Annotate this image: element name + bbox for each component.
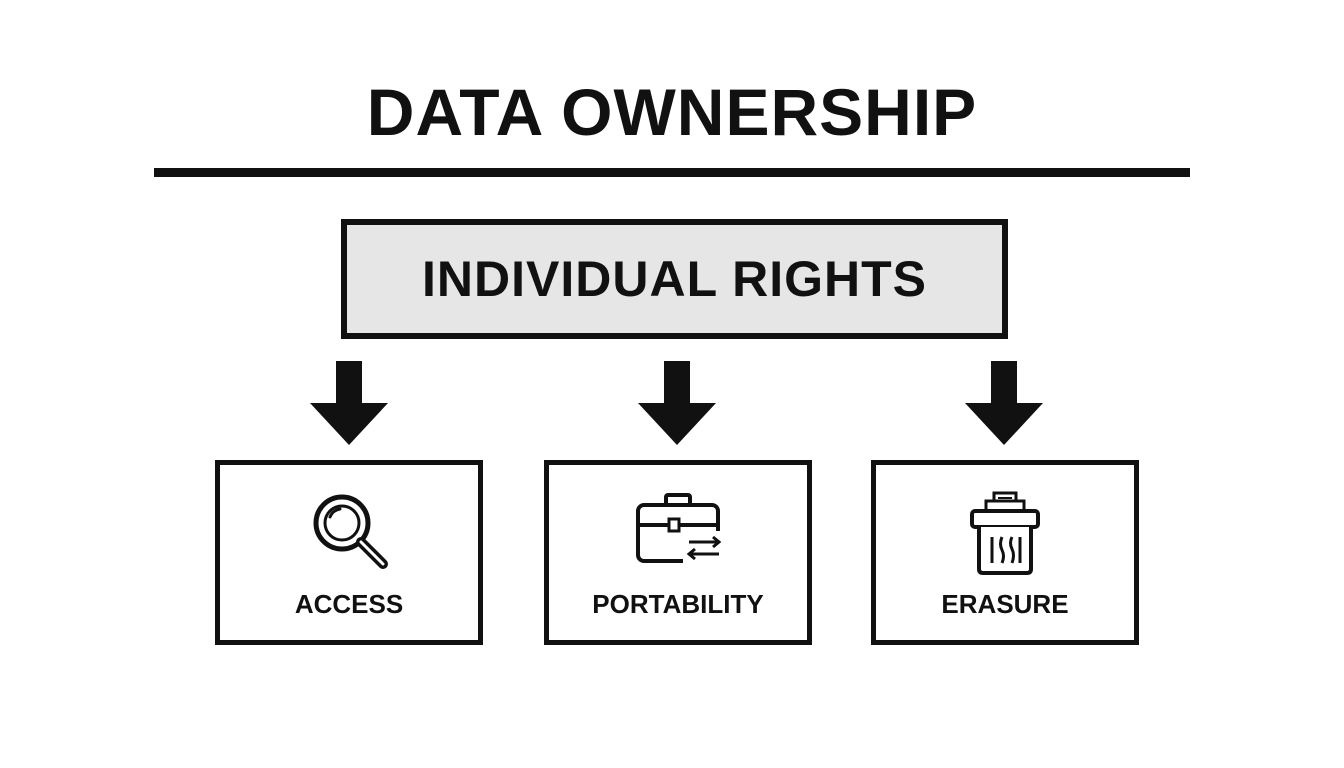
portability-label: PORTABILITY	[592, 589, 764, 619]
briefcase-transfer-icon	[636, 493, 723, 565]
individual-rights-label: INDIVIDUAL RIGHTS	[422, 251, 927, 307]
down-arrow-portability	[638, 361, 716, 445]
portability-box: PORTABILITY	[544, 460, 812, 645]
magnifying-glass-icon	[313, 494, 388, 569]
down-arrow-access	[310, 361, 388, 445]
individual-rights-box: INDIVIDUAL RIGHTS	[341, 219, 1008, 339]
title-underline	[154, 168, 1190, 177]
shredder-icon	[970, 491, 1040, 575]
down-arrow-erasure	[965, 361, 1043, 445]
access-box: ACCESS	[215, 460, 483, 645]
erasure-box: ERASURE	[871, 460, 1139, 645]
erasure-label: ERASURE	[941, 589, 1069, 619]
diagram-title: DATA OWNERSHIP	[366, 75, 978, 149]
access-label: ACCESS	[294, 589, 404, 619]
